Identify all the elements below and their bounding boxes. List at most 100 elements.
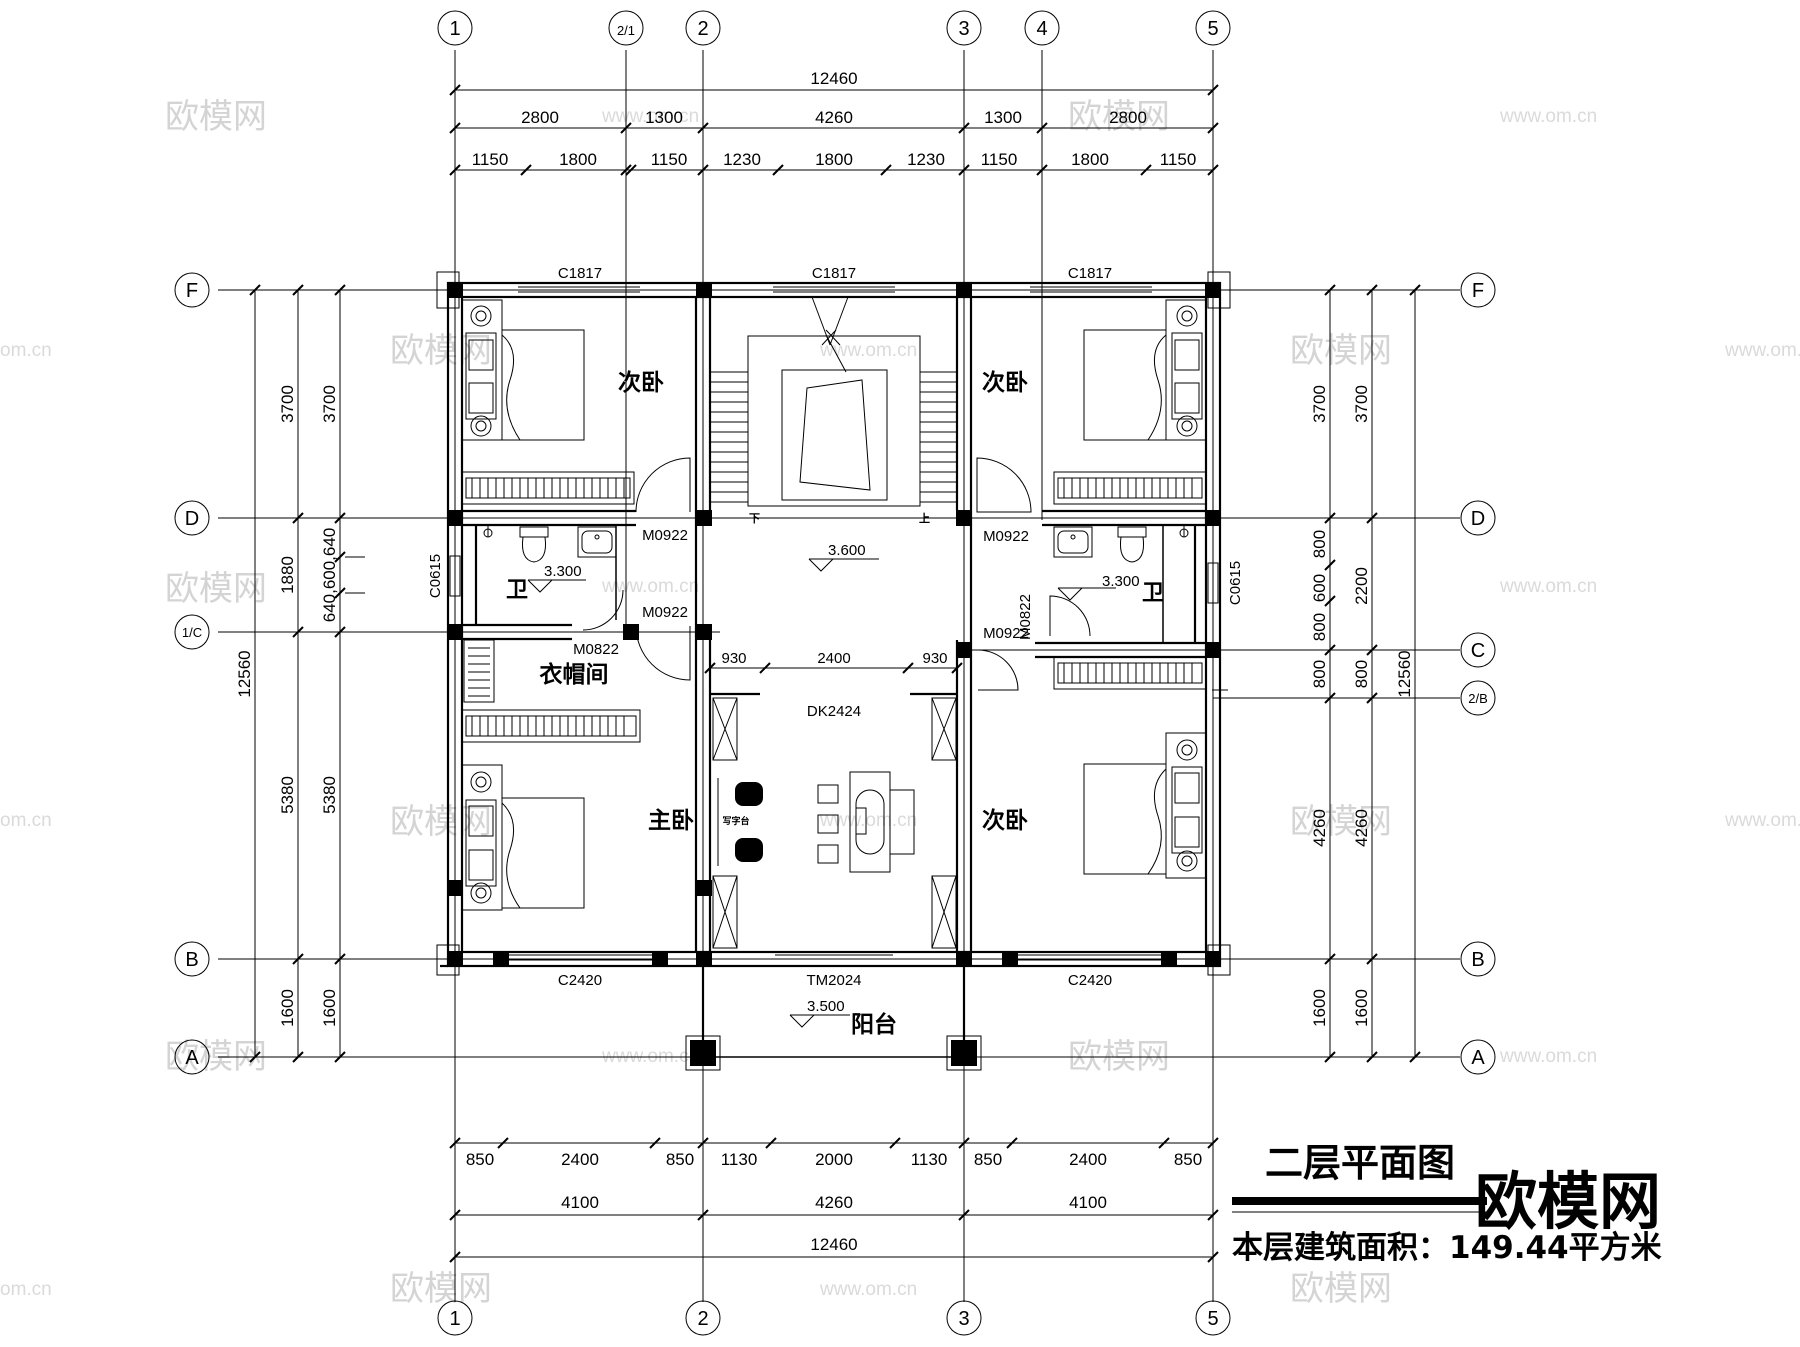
svg-text:5: 5 xyxy=(1207,1308,1218,1330)
door-label-m0922: M0922 xyxy=(983,625,1029,642)
watermark: 欧模网 xyxy=(165,569,267,609)
dim-right-inner: 1600 xyxy=(1310,989,1329,1027)
svg-text:2/B: 2/B xyxy=(1468,691,1488,706)
dim-bottom-seg: 1130 xyxy=(911,1150,948,1169)
window-label-c0615: C0615 xyxy=(1227,561,1244,605)
watermark: 欧模网 xyxy=(1068,97,1170,137)
svg-text:B: B xyxy=(185,949,198,971)
bed-master xyxy=(461,764,585,911)
svg-text:D: D xyxy=(1471,508,1485,530)
closet-shelving xyxy=(461,639,641,743)
watermark-url: www.om.cn xyxy=(1499,1046,1597,1067)
dim-left-mid: 1880 xyxy=(278,556,297,594)
dim-top-1300-right: 1300 xyxy=(984,108,1022,127)
door-label-tm2024: TM2024 xyxy=(806,972,861,989)
stair-up-mark: 上 xyxy=(919,511,930,525)
doors xyxy=(582,457,1091,960)
dim-top-seg: 1800 xyxy=(815,150,853,169)
dim-bottom-4100-left: 4100 xyxy=(561,1193,599,1212)
room-label-bed-se: 次卧 xyxy=(982,807,1028,834)
dim-bottom-seg: 2400 xyxy=(1069,1150,1107,1169)
room-label-closet: 衣帽间 xyxy=(540,661,609,688)
dim-top-seg: 1230 xyxy=(907,150,945,169)
window-label-c0615: C0615 xyxy=(427,554,444,598)
svg-text:A: A xyxy=(185,1047,199,1069)
door-label-m0922: M0922 xyxy=(642,604,688,621)
dim-right-mid: 2200 xyxy=(1352,567,1371,605)
dim-top-seg: 1150 xyxy=(651,150,688,169)
bathroom-fixtures-east xyxy=(1053,526,1189,563)
watermark-url: www.om.cn xyxy=(819,1279,917,1300)
desk-chairs xyxy=(735,782,763,862)
title-underline-thick xyxy=(1232,1197,1487,1205)
dimensions-bottom: 850 2400 850 1130 2000 1130 850 2400 850… xyxy=(449,1137,1219,1263)
dim-bottom-seg: 850 xyxy=(666,1150,694,1169)
window-label-c1817: C1817 xyxy=(1068,265,1112,282)
watermark: 欧模网 xyxy=(1290,331,1392,371)
desk-label: 写字台 xyxy=(722,815,749,827)
room-label-bed-nw: 次卧 xyxy=(618,369,664,396)
room-label-balcony: 阳台 xyxy=(851,1011,897,1038)
bed-se xyxy=(1083,732,1207,879)
dim-left-inner: 640,600,640 xyxy=(320,528,339,623)
watermark: 欧模网 xyxy=(390,1269,492,1309)
level-bath-e: 3.300 xyxy=(1102,573,1140,590)
axis-bubble-bottom-5: 5 xyxy=(1195,1300,1231,1336)
axis-bubble-left-D: D xyxy=(174,500,210,536)
watermark: 欧模网 xyxy=(390,331,492,371)
watermark: 欧模网 xyxy=(390,802,492,842)
dim-top-seg: 1230 xyxy=(723,150,761,169)
dim-bottom-seg: 850 xyxy=(466,1150,494,1169)
svg-text:C: C xyxy=(1471,640,1485,662)
dimensions-top: 12460 2800 1300 4260 1300 2800 1150 1800… xyxy=(449,69,1219,176)
svg-text:2: 2 xyxy=(697,1308,708,1330)
brand-watermark: 欧模网 xyxy=(1475,1165,1661,1238)
axis-bubble-bottom-1: 1 xyxy=(437,1300,473,1336)
room-label-master: 主卧 xyxy=(648,808,694,834)
stair-treads xyxy=(710,371,957,503)
svg-text:4: 4 xyxy=(1036,18,1047,40)
dim-left-mid: 1600 xyxy=(278,989,297,1027)
dim-bottom-seg: 850 xyxy=(1174,1150,1202,1169)
dim-left-inner: 3700 xyxy=(320,385,339,423)
axis-bubble-top-2-1: 2/1 xyxy=(608,10,644,46)
dim-left-inner: 5380 xyxy=(320,776,339,814)
dimensions-left: 12560 3700 1880 5380 1600 3700 640,600,6… xyxy=(235,284,365,1063)
room-label-bed-ne: 次卧 xyxy=(982,369,1028,396)
level-bath-w: 3.300 xyxy=(544,563,582,580)
dim-top-1300-left: 1300 xyxy=(645,108,683,127)
watermark-url: www.om.cn xyxy=(1499,106,1597,127)
axis-bubble-right-2-B: 2/B xyxy=(1460,680,1496,716)
watermark-url: www.om.cn xyxy=(1499,576,1597,597)
svg-text:A: A xyxy=(1471,1047,1485,1069)
watermark: 欧模网 xyxy=(1290,1269,1392,1309)
dim-bottom-overall: 12460 xyxy=(810,1235,857,1254)
hall-dimensions: 930 2400 930 xyxy=(704,650,963,674)
axis-bubble-top-2: 2 xyxy=(685,10,721,46)
level-marks xyxy=(527,558,1116,1028)
staircase xyxy=(747,296,921,507)
dim-bottom-seg: 850 xyxy=(974,1150,1002,1169)
dim-right-mid: 4260 xyxy=(1352,809,1371,847)
bed-ne xyxy=(1083,299,1207,441)
wardrobe-se xyxy=(1053,656,1207,690)
axis-grid-lines xyxy=(218,50,1460,1302)
watermark-url: om.cn xyxy=(0,1279,52,1300)
dim-top-seg: 1150 xyxy=(1160,150,1197,169)
axis-bubble-left-B: B xyxy=(174,941,210,977)
dim-right-inner: 4260 xyxy=(1310,809,1329,847)
axis-bubble-left-F: F xyxy=(174,272,210,308)
svg-text:D: D xyxy=(185,508,199,530)
bed-nw xyxy=(461,299,585,441)
dim-top-4260: 4260 xyxy=(815,108,853,127)
axis-bubble-right-B: B xyxy=(1460,941,1496,977)
hall-dim: 930 xyxy=(721,650,746,667)
dim-right-mid: 3700 xyxy=(1352,385,1371,423)
axis-bubble-right-F: F xyxy=(1460,272,1496,308)
door-label-m0822: M0822 xyxy=(573,641,619,658)
wardrobe-nw xyxy=(461,471,635,505)
axis-bubble-right-A: A xyxy=(1460,1039,1496,1075)
window-label-c1817: C1817 xyxy=(812,265,856,282)
svg-text:B: B xyxy=(1471,949,1484,971)
dim-right-inner: 800 xyxy=(1310,660,1329,688)
